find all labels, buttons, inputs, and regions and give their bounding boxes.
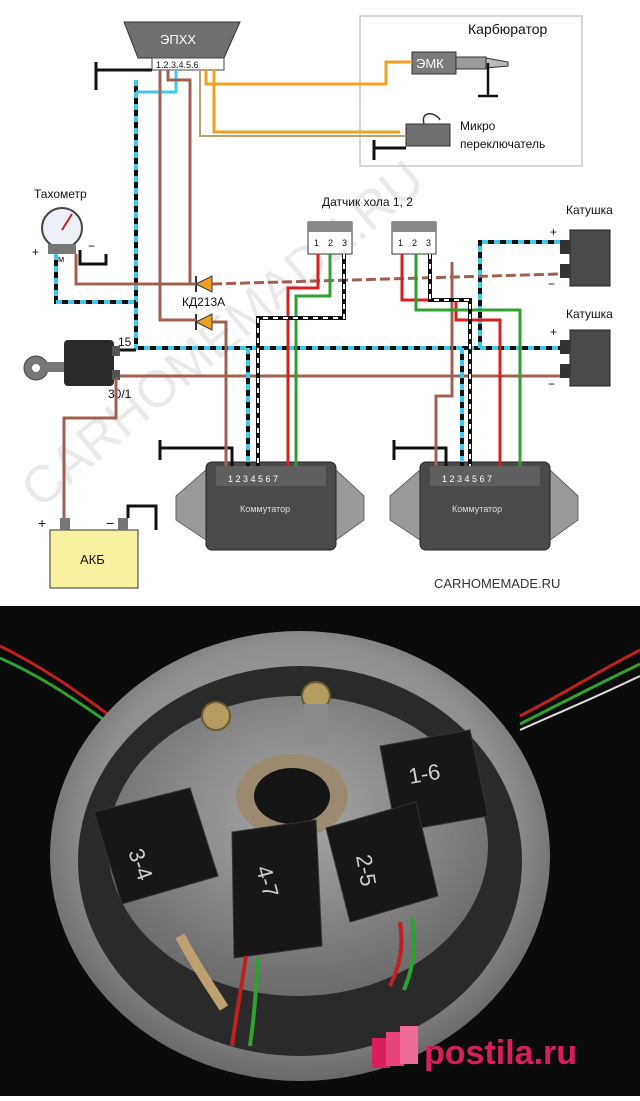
svg-text:1 2 3 4 5 6 7: 1 2 3 4 5 6 7	[442, 474, 492, 484]
svg-text:1-6: 1-6	[407, 759, 443, 789]
hall-module-4: 2-5	[325, 801, 439, 923]
svg-text:postila.ru: postila.ru	[424, 1034, 577, 1072]
hall-title: Датчик хола 1, 2	[322, 195, 413, 209]
battery-label: АКБ	[80, 552, 105, 567]
tach-plus: +	[32, 245, 39, 259]
footer-brand: CARHOMEMADE.RU	[434, 576, 560, 591]
diode-1	[194, 275, 213, 293]
wiring-diagram: CARHOMEMADE.RU Карбюратор ЭПХХ 1.2.3.4.5…	[10, 15, 614, 591]
svg-text:−: −	[548, 277, 555, 291]
svg-text:−: −	[106, 515, 114, 531]
svg-text:−: −	[548, 377, 555, 391]
coil-1-label: Катушка	[566, 203, 613, 217]
screw-1	[201, 701, 231, 731]
svg-text:2: 2	[328, 238, 333, 248]
ign-30: 30/1	[108, 387, 132, 401]
svg-text:+: +	[550, 225, 557, 239]
wiring-diagram-svg: CARHOMEMADE.RU Карбюратор ЭПХХ 1.2.3.4.5…	[10, 15, 613, 591]
ign-15: 15	[118, 335, 132, 349]
hall-module-3: 4-7	[231, 819, 323, 959]
svg-text:Коммутатор: Коммутатор	[452, 504, 502, 514]
svg-text:1 2 3 4 5 6 7: 1 2 3 4 5 6 7	[228, 474, 278, 484]
ignition-switch	[64, 340, 114, 386]
svg-text:2: 2	[412, 238, 417, 248]
carburetor-title: Карбюратор	[468, 21, 548, 37]
svg-text:+: +	[38, 515, 46, 531]
micro-label-1: Микро	[460, 119, 496, 133]
diode-label: КД213А	[182, 295, 225, 309]
tach-m: м	[58, 254, 64, 264]
svg-text:1: 1	[398, 238, 403, 248]
tach-title: Тахометр	[34, 187, 87, 201]
epxx-connector	[151, 57, 225, 71]
coil-1	[569, 229, 611, 287]
tach-gauge	[41, 207, 83, 249]
postila-stack-icon	[372, 1026, 418, 1068]
svg-text:2-5: 2-5	[351, 853, 381, 889]
distributor-photo: 1-6 3-4 4-7 2-5 postila.ru	[0, 606, 640, 1096]
svg-text:+: +	[550, 325, 557, 339]
commutator-2: 1 2 3 4 5 6 7 Коммутатор	[389, 461, 579, 551]
svg-text:Коммутатор: Коммутатор	[240, 504, 290, 514]
coil-2-label: Катушка	[566, 307, 613, 321]
epxx-label: ЭПХХ	[160, 32, 196, 47]
commutator-1: 1 2 3 4 5 6 7 Коммутатор	[175, 461, 365, 551]
svg-text:3: 3	[426, 238, 431, 248]
distributor-photo-svg: 1-6 3-4 4-7 2-5 postila.ru	[0, 631, 640, 1081]
carburetor-box	[359, 15, 583, 167]
micro-switch	[405, 123, 451, 147]
svg-text:3: 3	[342, 238, 347, 248]
svg-text:1: 1	[314, 238, 319, 248]
coil-2	[569, 329, 611, 387]
hall-module-2: 3-4	[93, 787, 219, 905]
micro-label-2: переключатель	[460, 137, 545, 151]
tach-minus: −	[88, 239, 95, 253]
epxx-pins: 1.2.3.4.5.6	[156, 60, 199, 70]
postila-brand: postila.ru	[372, 1026, 577, 1072]
battery	[49, 529, 139, 589]
emk-label: ЭМК	[416, 56, 444, 71]
